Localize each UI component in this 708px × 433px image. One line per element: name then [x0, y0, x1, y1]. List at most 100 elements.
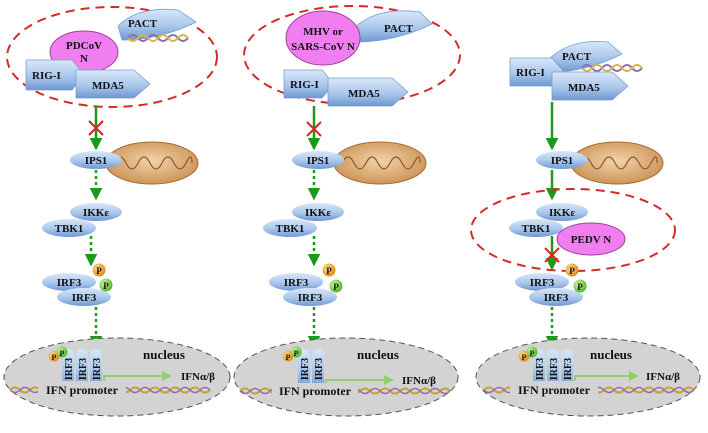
svg-text:IRF3: IRF3 — [64, 358, 75, 380]
mda5-protein — [327, 77, 409, 107]
tbk1-label: TBK1 — [55, 223, 84, 235]
ips1-protein — [292, 151, 344, 169]
viral-protein-line-2: N — [80, 53, 88, 65]
irf3-protein — [529, 288, 583, 306]
ips1-label: IPS1 — [551, 155, 574, 167]
ifn-promoter-label: IFN promoter — [279, 384, 352, 398]
ifn-promoter-label: IFN promoter — [518, 383, 591, 397]
nucleus-label: nucleus — [357, 347, 399, 362]
ips1-label: IPS1 — [85, 155, 108, 167]
mda5-protein — [75, 69, 151, 99]
nucleus-label: nucleus — [143, 347, 185, 362]
tbk1-protein — [263, 219, 317, 237]
pact-label: PACT — [128, 18, 158, 30]
irf3-label: IRF3 — [57, 277, 82, 289]
block-x — [306, 121, 322, 137]
viral-protein-line-1: MHV or — [303, 26, 343, 38]
svg-text:IRF3: IRF3 — [563, 358, 574, 380]
svg-text:P: P — [522, 353, 527, 362]
ifn-ab-label: IFNα/β — [646, 371, 680, 383]
mda5-label: MDA5 — [348, 88, 380, 100]
ifn-promoter-label: IFN promoter — [46, 383, 119, 397]
pact-label: PACT — [384, 23, 414, 35]
ips1-protein — [536, 151, 588, 169]
rig-i-label: RIG-I — [290, 79, 319, 91]
ikke-label: IKKε — [83, 207, 109, 219]
ifn-ab-label: IFNα/β — [181, 371, 215, 383]
rig-i-label: RIG-I — [516, 67, 545, 79]
svg-text:P: P — [326, 266, 332, 276]
block-x — [544, 247, 560, 263]
dashed-boundary — [6, 6, 218, 108]
svg-text:P: P — [569, 266, 575, 276]
irf3-dimer — [533, 349, 545, 389]
phospho-green — [573, 279, 587, 293]
viral-protein-line-1: PDCoV — [66, 40, 102, 52]
phospho-green — [99, 278, 113, 292]
phospho-green — [329, 279, 343, 293]
nucleus-label: nucleus — [590, 347, 632, 362]
block-x — [88, 120, 104, 136]
ikke-protein — [70, 203, 122, 221]
ikke-protein — [292, 203, 344, 221]
panel-3: PACT RIG-I MDA5 IPS1 IKKε TBK1 PEDV N IR… — [470, 41, 701, 417]
ikke-label: IKKε — [305, 207, 331, 219]
svg-text:P: P — [333, 282, 339, 292]
phospho-green — [56, 346, 68, 358]
viral-protein-line-2: SARS-CoV N — [291, 41, 355, 53]
svg-text:IRF3: IRF3 — [535, 358, 546, 380]
phospho-green — [526, 346, 538, 358]
tbk1-protein — [42, 219, 96, 237]
irf3-protein — [57, 288, 111, 306]
irf3-protein — [269, 273, 323, 291]
svg-text:P: P — [52, 353, 57, 362]
ips1-label: IPS1 — [307, 155, 330, 167]
svg-text:IRF3: IRF3 — [300, 358, 311, 380]
pact-protein — [547, 41, 623, 73]
viral-protein — [556, 222, 626, 256]
svg-text:P: P — [294, 349, 299, 358]
mda5-protein — [551, 71, 629, 101]
phospho-orange — [322, 263, 336, 277]
svg-text:IRF3: IRF3 — [92, 358, 103, 380]
irf3-protein — [515, 273, 569, 291]
rig-i-label: RIG-I — [32, 70, 61, 82]
svg-text:P: P — [103, 281, 109, 291]
irf3-dimer — [298, 349, 310, 389]
tbk1-label: TBK1 — [276, 223, 305, 235]
viral-protein — [285, 10, 361, 66]
irf3-label: IRF3 — [530, 277, 555, 289]
irf3-protein — [42, 273, 96, 291]
irf3-label: IRF3 — [544, 292, 569, 304]
phospho-orange — [565, 263, 579, 277]
ikke-label: IKKε — [549, 207, 575, 219]
irf3-label: IRF3 — [284, 277, 309, 289]
svg-text:P: P — [577, 282, 583, 292]
tbk1-protein — [509, 219, 563, 237]
pact-label: PACT — [562, 51, 592, 63]
viral-protein-line-1: PEDV N — [571, 234, 611, 246]
tbk1-label: TBK1 — [522, 223, 551, 235]
mda5-label: MDA5 — [568, 82, 600, 94]
ifn-ab-label: IFNα/β — [402, 375, 436, 387]
irf3-protein — [283, 288, 337, 306]
panel-2: PACT MHV or SARS-CoV N RIG-I MDA5 IPS1 I… — [233, 5, 461, 417]
mitochondrion — [333, 141, 427, 185]
ikke-protein — [536, 203, 588, 221]
mda5-label: MDA5 — [92, 80, 124, 92]
irf3-label: IRF3 — [72, 292, 97, 304]
dashed-boundary — [470, 188, 676, 272]
svg-text:P: P — [286, 353, 291, 362]
ips1-protein — [70, 151, 122, 169]
svg-text:IRF3: IRF3 — [314, 358, 325, 380]
svg-text:IRF3: IRF3 — [78, 358, 89, 380]
svg-text:P: P — [530, 349, 535, 358]
irf3-dimer — [62, 349, 74, 389]
phospho-orange — [92, 263, 106, 277]
svg-text:IRF3: IRF3 — [549, 358, 560, 380]
phospho-green — [290, 346, 302, 358]
pact-protein — [351, 10, 433, 43]
irf3-label: IRF3 — [298, 292, 323, 304]
panel-1: PACT PDCoV N RIG-I MDA5 IPS1 IKKε TBK1 I… — [3, 6, 231, 417]
